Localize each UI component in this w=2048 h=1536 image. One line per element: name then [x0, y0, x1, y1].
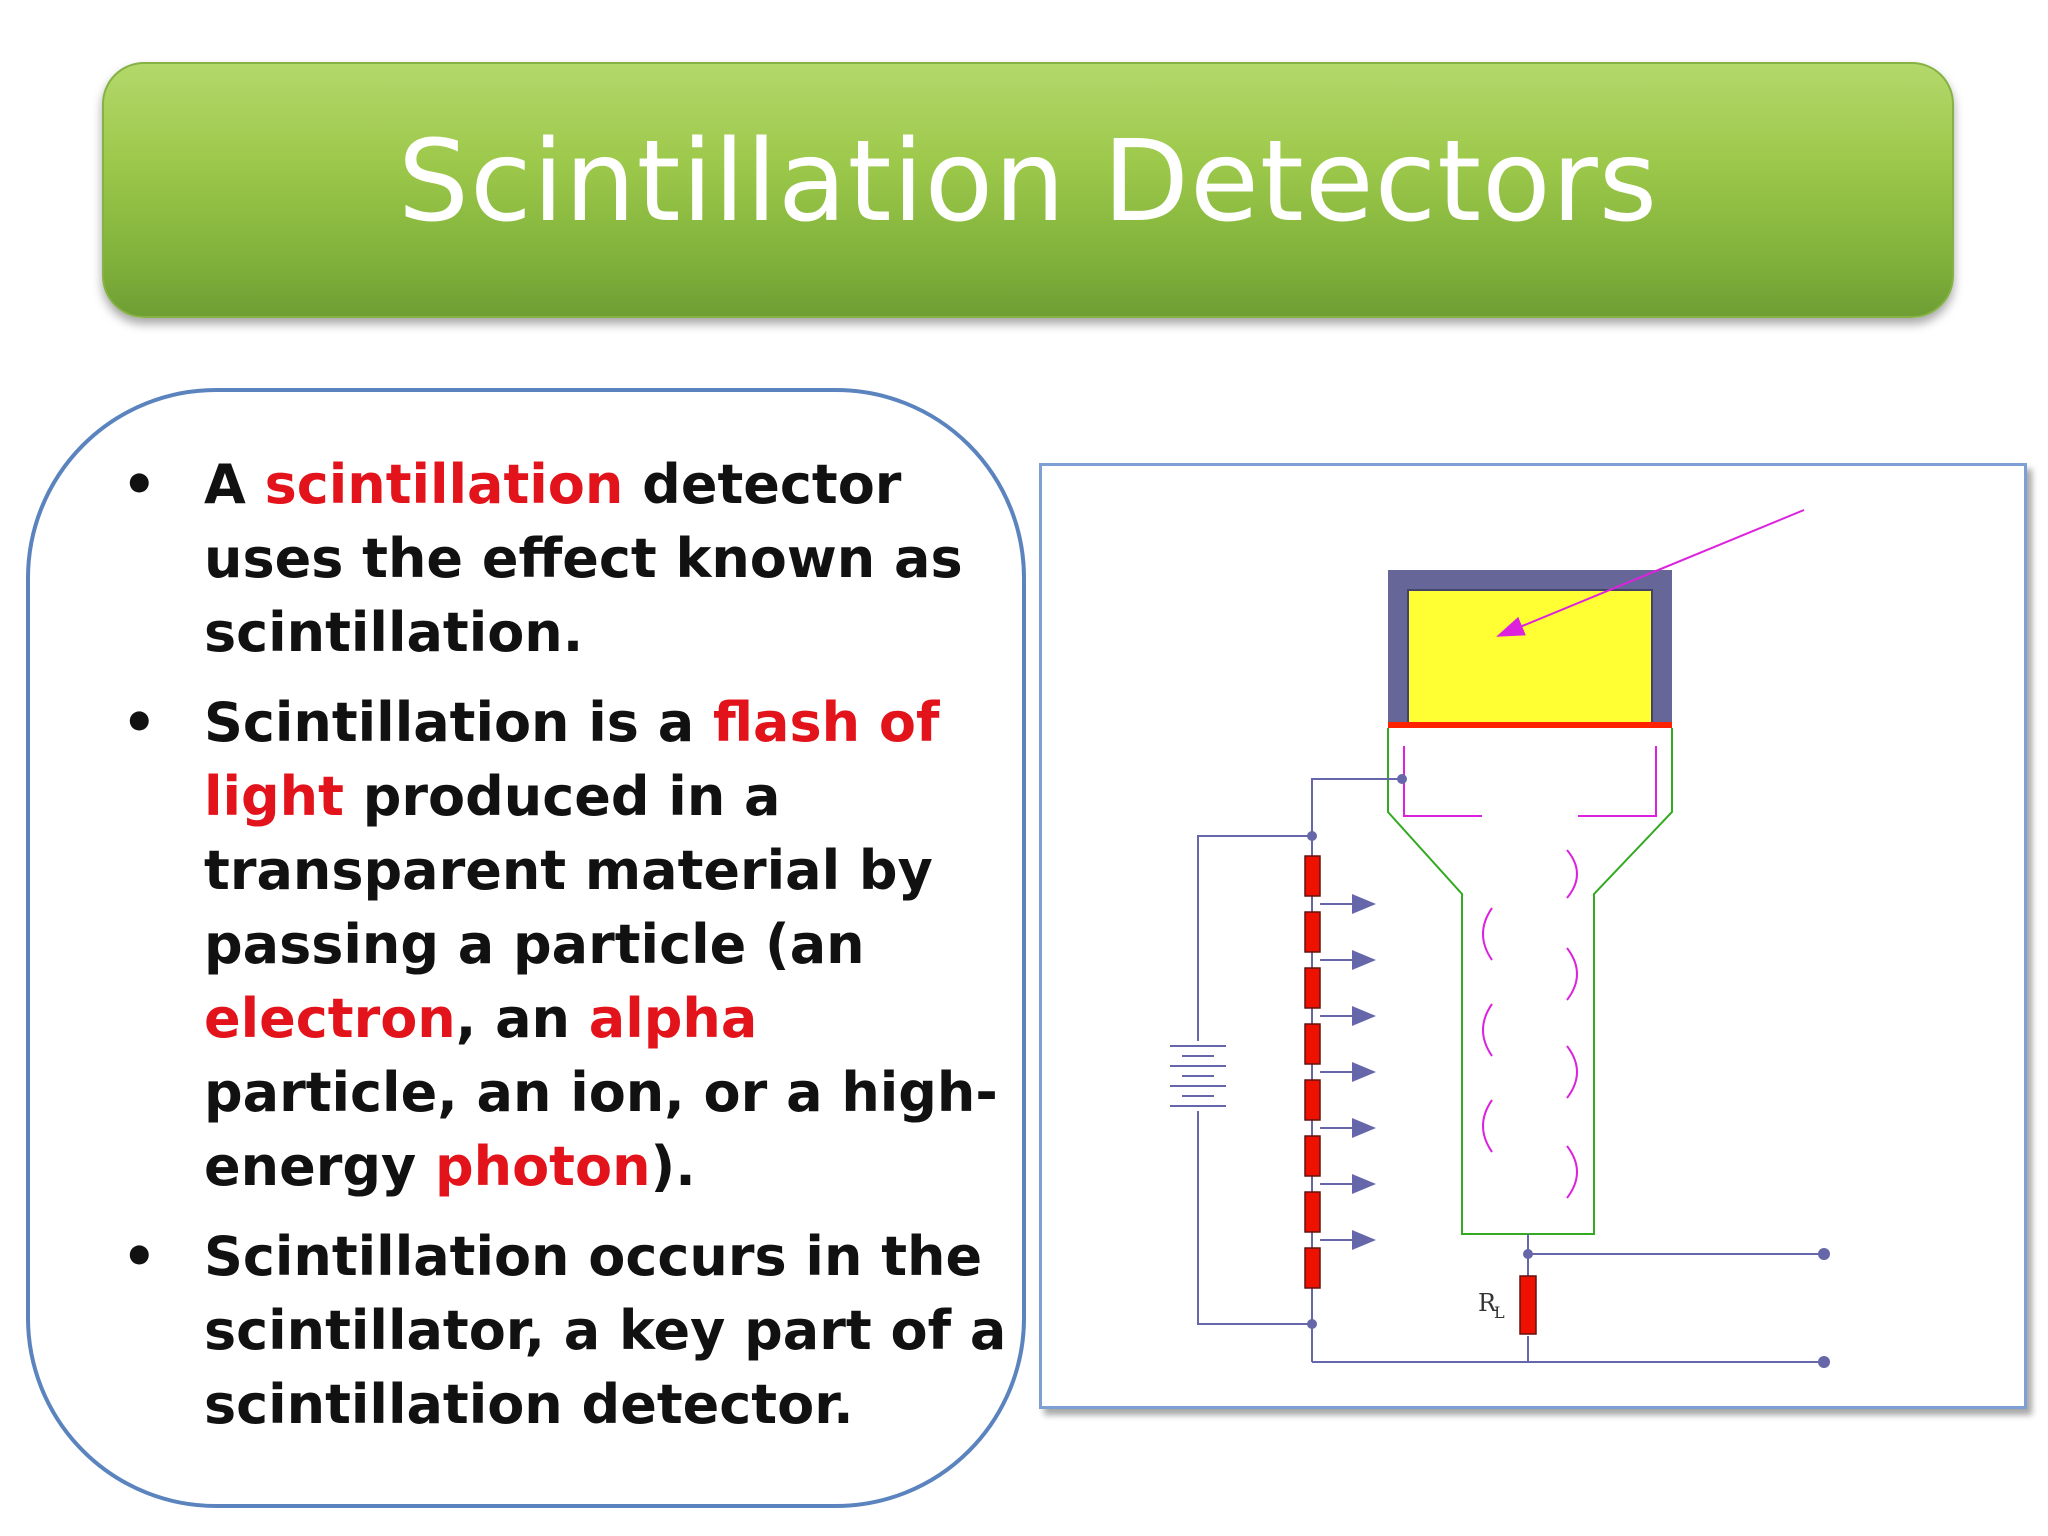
bullet-2-seg-2: flash of light	[204, 691, 940, 828]
detector-diagram-svg: R L	[1170, 509, 1830, 1368]
bullet-1-seg-3: detector uses the effect known as scinti…	[204, 453, 963, 664]
bullet-2-seg-9: ).	[650, 1135, 696, 1198]
bullet-dot-icon: •	[122, 691, 157, 754]
bullet-3-seg-1: Scintillation occurs in the scintillator…	[204, 1225, 1007, 1436]
bullet-item-3: • Scintillation occurs in the scintillat…	[100, 1220, 1020, 1442]
bullet-2-seg-1: Scintillation is a	[204, 691, 713, 754]
dynode-arcs	[1482, 849, 1578, 1199]
divider-resistor	[1304, 1191, 1321, 1233]
bullet-text-box: • A scintillation detector uses the effe…	[26, 388, 1026, 1508]
detector-diagram: R L	[1039, 463, 2027, 1409]
bullet-item-1: • A scintillation detector uses the effe…	[100, 448, 1020, 670]
bullet-list: • A scintillation detector uses the effe…	[100, 448, 1020, 1458]
battery-icon	[1170, 1045, 1226, 1107]
divider-resistor	[1304, 911, 1321, 953]
slide-title: Scintillation Detectors	[397, 117, 1659, 247]
divider-resistor	[1304, 1079, 1321, 1121]
bullet-dot-icon: •	[122, 453, 157, 516]
divider-resistor	[1304, 1023, 1321, 1065]
dynode-taps	[1320, 894, 1376, 1250]
divider-resistor	[1304, 855, 1321, 897]
scintillator-crystal	[1407, 589, 1653, 725]
bullet-2-seg-8: photon	[434, 1135, 651, 1198]
focus-electrode-left	[1403, 746, 1482, 817]
bullet-2-seg-7: particle, an ion, or a high-energy	[204, 1061, 998, 1198]
bullet-dot-icon: •	[122, 1225, 157, 1288]
bullet-2-seg-3: produced in a transparent material by pa…	[204, 765, 933, 976]
bullet-2-seg-6: alpha	[588, 987, 758, 1050]
divider-resistor	[1304, 1135, 1321, 1177]
voltage-divider	[1304, 855, 1321, 1289]
bullet-2-seg-5: , an	[455, 987, 589, 1050]
title-bar: Scintillation Detectors	[102, 62, 1954, 318]
photomultiplier-tube	[1387, 728, 1673, 1235]
bullet-1-seg-2: scintillation	[264, 453, 624, 516]
bullet-2-seg-4: electron	[204, 987, 456, 1050]
divider-resistor	[1304, 1247, 1321, 1289]
circuit-wiring	[1197, 778, 1824, 1363]
load-resistor	[1519, 1275, 1537, 1335]
junction-dots	[1307, 774, 1830, 1368]
photocathode	[1388, 722, 1672, 728]
load-resistor-label: R	[1478, 1289, 1497, 1317]
bullet-1-seg-1: A	[204, 453, 265, 516]
bullet-item-2: • Scintillation is a flash of light prod…	[100, 686, 1020, 1204]
divider-resistor	[1304, 967, 1321, 1009]
incoming-particle-arrow	[1496, 509, 1805, 637]
focus-electrode-right	[1578, 746, 1657, 817]
load-resistor-subscript: L	[1494, 1303, 1505, 1322]
